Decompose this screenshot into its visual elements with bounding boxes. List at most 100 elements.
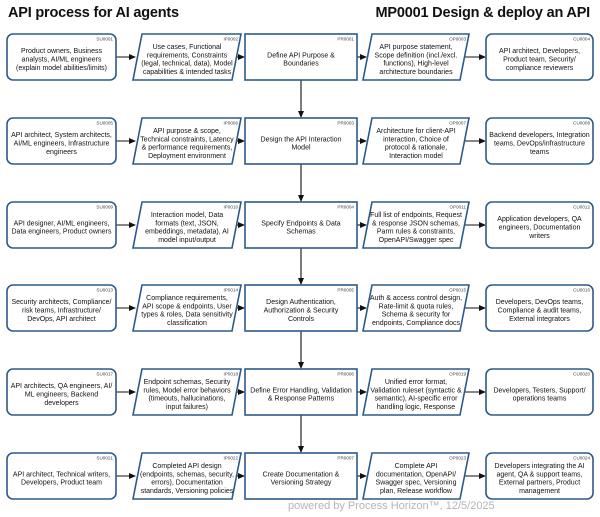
process-title: MP0001 Design & deploy an API bbox=[375, 5, 591, 21]
supplier-shape bbox=[6, 284, 117, 332]
supplier-id: SU0017 bbox=[96, 372, 113, 377]
input-id: IP0006 bbox=[223, 121, 238, 126]
process-shape bbox=[244, 452, 358, 500]
input-text: Completed API design(endpoints, schemas,… bbox=[140, 463, 234, 495]
output-id: OP0023 bbox=[449, 456, 466, 461]
customer-id: CU0008 bbox=[573, 121, 590, 126]
input-id: IP0014 bbox=[223, 288, 238, 293]
output-shape bbox=[362, 33, 470, 81]
output-shape bbox=[362, 368, 470, 416]
output-id: OP0015 bbox=[449, 288, 466, 293]
output-text: Unified error format,Validation ruleset … bbox=[370, 379, 462, 411]
process-text: Create Documentation &Versioning Strateg… bbox=[263, 471, 340, 486]
process-text: Define API Purpose &Boundaries bbox=[267, 52, 335, 67]
customer-shape bbox=[485, 368, 594, 416]
supplier-id: SU0005 bbox=[96, 121, 113, 126]
customer-shape bbox=[485, 201, 594, 249]
process-shape bbox=[244, 368, 358, 416]
customer-id: CU0012 bbox=[573, 205, 590, 210]
supplier-id: SU0001 bbox=[96, 37, 113, 42]
input-id: IP0018 bbox=[223, 372, 238, 377]
output-id: OP0019 bbox=[449, 372, 466, 377]
output-text: Full list of endpoints, Request& respons… bbox=[370, 212, 462, 244]
customer-id: CU0004 bbox=[573, 37, 590, 42]
supplier-shape bbox=[6, 201, 117, 249]
input-shape bbox=[132, 284, 242, 332]
output-shape bbox=[362, 117, 470, 165]
input-shape bbox=[132, 117, 242, 165]
process-shape bbox=[244, 284, 358, 332]
customer-shape bbox=[485, 33, 594, 81]
process-id: PR0006 bbox=[337, 372, 354, 377]
output-shape bbox=[362, 284, 470, 332]
supplier-id: SU0009 bbox=[96, 205, 113, 210]
customer-shape bbox=[485, 117, 594, 165]
output-id: OP0003 bbox=[449, 37, 466, 42]
customer-id: CU0020 bbox=[573, 372, 590, 377]
process-id: PR0004 bbox=[337, 205, 354, 210]
input-text: Compliance requirements,API scope & endp… bbox=[141, 295, 233, 327]
customer-shape bbox=[485, 452, 594, 500]
input-shape bbox=[132, 201, 242, 249]
supplier-shape bbox=[6, 452, 117, 500]
page-title: API process for AI agents bbox=[8, 5, 179, 21]
supplier-id: SU0021 bbox=[96, 456, 113, 461]
supplier-text: API architect, Technical writers,Develop… bbox=[13, 471, 110, 486]
input-id: IP0002 bbox=[223, 37, 238, 42]
process-shape bbox=[244, 33, 358, 81]
customer-shape bbox=[485, 284, 594, 332]
input-shape bbox=[132, 33, 242, 81]
process-id: PR0007 bbox=[337, 456, 354, 461]
output-shape bbox=[362, 201, 470, 249]
input-id: IP0022 bbox=[223, 456, 238, 461]
footer-credit: powered by Process Horizon™, 12/5/2025 bbox=[288, 500, 495, 512]
output-id: OP0011 bbox=[449, 205, 466, 210]
supplier-id: SU0013 bbox=[96, 288, 113, 293]
output-shape bbox=[362, 452, 470, 500]
supplier-text: API designer, AI/ML engineers,Data engin… bbox=[12, 220, 112, 235]
supplier-shape bbox=[6, 33, 117, 81]
input-shape bbox=[132, 368, 242, 416]
supplier-text: API architect, System architects,AI/ML e… bbox=[11, 132, 112, 156]
input-text: API purpose & scope,Technical constraint… bbox=[140, 128, 234, 160]
process-id: PR0003 bbox=[337, 121, 354, 126]
supplier-text: API architects, QA engineers, AI/ML engi… bbox=[11, 383, 113, 407]
process-text: Define Error Handling, Validation& Respo… bbox=[250, 387, 352, 402]
input-shape bbox=[132, 452, 242, 500]
customer-text: Developers, DevOps teams,Compliance & au… bbox=[496, 299, 584, 323]
output-text: API purpose statement,Scope definition (… bbox=[375, 44, 458, 76]
customer-id: CU0024 bbox=[573, 456, 590, 461]
customer-text: Developers, Testers, Support/operations … bbox=[493, 387, 585, 402]
